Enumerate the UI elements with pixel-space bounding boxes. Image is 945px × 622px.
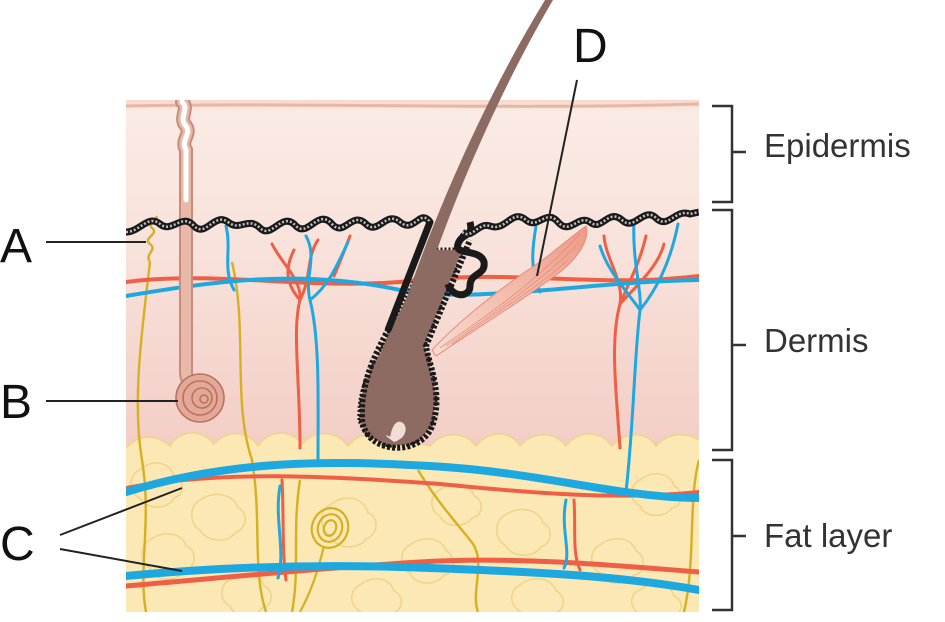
gland-coil <box>175 373 225 423</box>
leader-line-d <box>536 79 578 277</box>
label-d: D <box>573 20 608 73</box>
bracket-epidermis <box>712 104 746 204</box>
label-a: A <box>0 220 32 273</box>
skin-surface <box>126 102 699 108</box>
nerves <box>136 261 699 612</box>
hair-bulb-papilla <box>390 421 406 440</box>
leader-line-c-lower <box>59 548 183 572</box>
lamellar-corpuscle <box>299 507 350 612</box>
veins <box>126 218 699 594</box>
bracket-dermis <box>712 208 746 452</box>
hair-follicle-sheath <box>358 220 473 451</box>
layer-brackets <box>712 104 746 612</box>
label-fat-layer: Fat layer <box>764 517 892 554</box>
sweat-gland <box>175 100 225 423</box>
hair-root <box>375 290 426 438</box>
fat-layer <box>126 433 699 612</box>
muscle-fibres <box>439 233 581 349</box>
label-b: B <box>0 376 32 429</box>
label-c: C <box>0 518 35 571</box>
hair-shaft <box>406 0 553 300</box>
leader-lines <box>46 79 578 572</box>
bracket-fat <box>712 458 746 612</box>
label-epidermis: Epidermis <box>764 127 911 164</box>
leader-line-c-upper <box>59 487 183 536</box>
label-dermis: Dermis <box>764 322 869 359</box>
arrector-pili-muscle <box>431 225 588 357</box>
